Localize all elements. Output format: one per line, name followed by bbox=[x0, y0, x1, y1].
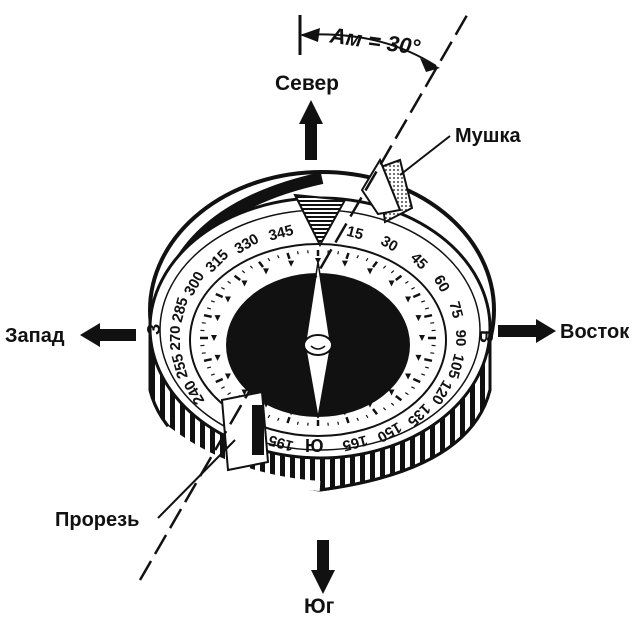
azimuth-label: Ам = 30° bbox=[328, 22, 422, 60]
degree-tick bbox=[424, 359, 432, 361]
degree-tick bbox=[430, 323, 434, 324]
degree-tick bbox=[298, 422, 299, 425]
bezel-letter-west: З bbox=[144, 324, 164, 335]
north-arrow bbox=[299, 100, 323, 160]
rear-sight bbox=[222, 392, 268, 470]
degree-tick bbox=[204, 315, 212, 317]
west-arrow bbox=[80, 323, 136, 347]
degree-tick bbox=[298, 251, 299, 254]
south-label: Юг bbox=[304, 595, 335, 618]
south-arrow bbox=[311, 540, 335, 594]
dial-number: 270 bbox=[167, 325, 184, 350]
north-label: Север bbox=[275, 72, 339, 95]
degree-tick bbox=[424, 315, 432, 317]
front-sight-label: Мушка bbox=[455, 125, 521, 147]
east-label: Восток bbox=[560, 321, 630, 343]
degree-tick bbox=[338, 251, 339, 254]
dial-number: 90 bbox=[452, 330, 469, 347]
azimuth-arrow-right bbox=[420, 58, 440, 72]
degree-tick bbox=[430, 353, 434, 354]
degree-tick bbox=[202, 323, 206, 324]
rear-sight-label: Прорезь bbox=[55, 509, 139, 531]
front-sight-pointer bbox=[400, 136, 450, 175]
azimuth-arrow-left bbox=[300, 28, 320, 42]
east-arrow bbox=[498, 319, 556, 343]
degree-tick bbox=[338, 422, 339, 425]
degree-tick bbox=[204, 359, 212, 361]
bezel-letter-east: В bbox=[476, 330, 496, 343]
bezel-letter-south: Ю bbox=[305, 436, 324, 456]
degree-tick bbox=[202, 353, 206, 354]
west-label: Запад bbox=[5, 325, 65, 347]
